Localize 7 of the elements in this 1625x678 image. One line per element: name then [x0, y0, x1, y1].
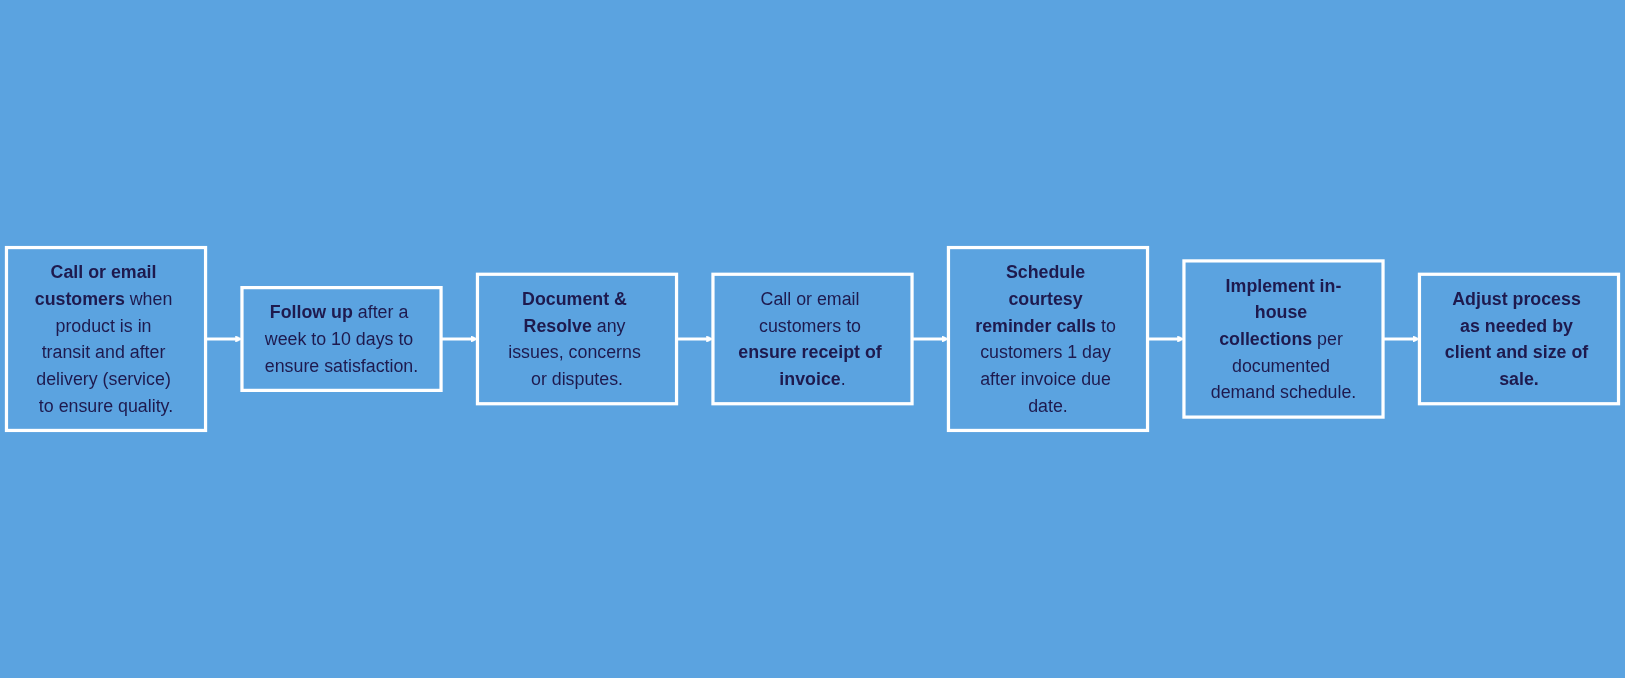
- node-box: Schedule courtesy reminder calls to customers 1 day after invoice due date.: [946, 245, 1150, 433]
- node-box: Call or email customers to ensure receipt of invoice.: [711, 272, 914, 406]
- node-box: Implement in-house collections per documented demand schedule.: [1182, 259, 1385, 419]
- node-box: Call or email customers when product is in transit and after delivery (service) to ensure quality.: [4, 245, 208, 433]
- node-box: Document & Resolve any issues, concerns or disputes.: [475, 272, 679, 406]
- node-box: Follow up after a week to 10 days to ensure satisfaction.: [240, 286, 443, 392]
- node-box: Adjust process as needed by client and size of sale.: [1417, 272, 1621, 406]
